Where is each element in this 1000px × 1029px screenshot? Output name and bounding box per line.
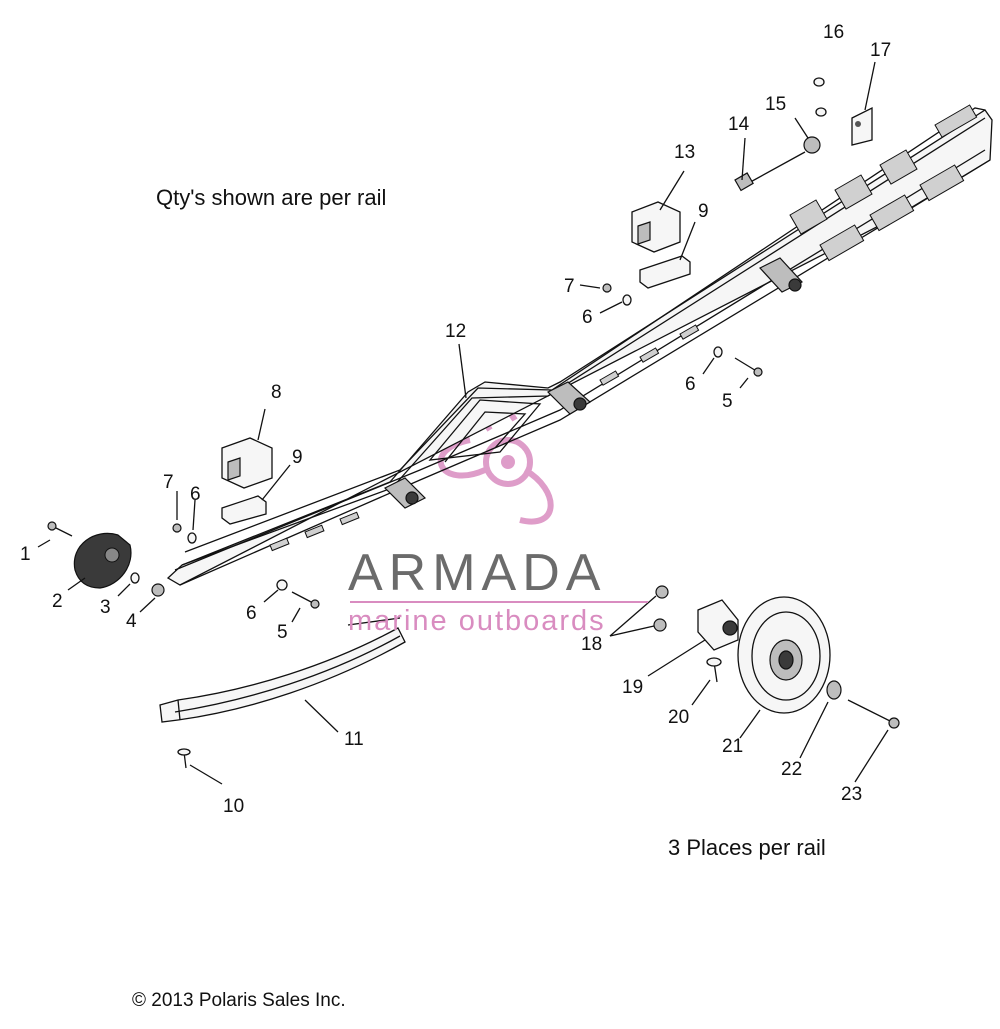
callout-6d: 6 (685, 374, 696, 395)
callout-7b: 7 (564, 276, 575, 297)
callout-21: 21 (722, 736, 743, 757)
watermark-tagline: marine outboards (348, 605, 606, 637)
hardware (47, 77, 873, 769)
rail-assembly (166, 104, 993, 586)
callout-9a: 9 (292, 447, 303, 468)
watermark-brand: ARMADA (348, 544, 606, 602)
qty-note: Qty's shown are per rail (156, 185, 386, 210)
callout-9b: 9 (698, 201, 709, 222)
callout-3: 3 (100, 597, 111, 618)
callout-6c: 6 (582, 307, 593, 328)
wear-strip (159, 617, 406, 723)
callout-16: 16 (823, 22, 844, 43)
callout-20: 20 (668, 707, 689, 728)
callout-19: 19 (622, 677, 643, 698)
callout-15: 15 (765, 94, 786, 115)
slide-blocks (221, 201, 691, 525)
callout-2: 2 (52, 591, 63, 612)
callout-7a: 7 (163, 472, 174, 493)
callout-11: 11 (344, 729, 364, 750)
copyright-text: © 2013 Polaris Sales Inc. (132, 990, 346, 1011)
leader-lines (37, 61, 889, 785)
callout-6b: 6 (246, 603, 257, 624)
callout-13: 13 (674, 142, 695, 163)
callout-22: 22 (781, 759, 802, 780)
callout-10: 10 (223, 796, 244, 817)
idler-wheel-group (653, 585, 900, 729)
callout-12: 12 (445, 321, 466, 342)
callout-6a: 6 (190, 484, 201, 505)
callout-8: 8 (271, 382, 282, 403)
callout-18: 18 (581, 634, 602, 655)
rail-slots (269, 104, 978, 552)
callout-14: 14 (728, 114, 750, 135)
places-note: 3 Places per rail (668, 835, 826, 860)
callout-1: 1 (20, 544, 31, 565)
callout-23: 23 (841, 784, 862, 805)
callout-17: 17 (870, 40, 891, 61)
callout-5a: 5 (277, 622, 288, 643)
callout-4: 4 (126, 611, 137, 632)
rail-tip-cap (73, 532, 132, 589)
rail-pads (383, 257, 803, 509)
callout-numbers: 1 2 3 4 7 6 8 9 6 5 10 11 12 13 9 14 15 … (20, 22, 891, 817)
callout-5b: 5 (722, 391, 733, 412)
